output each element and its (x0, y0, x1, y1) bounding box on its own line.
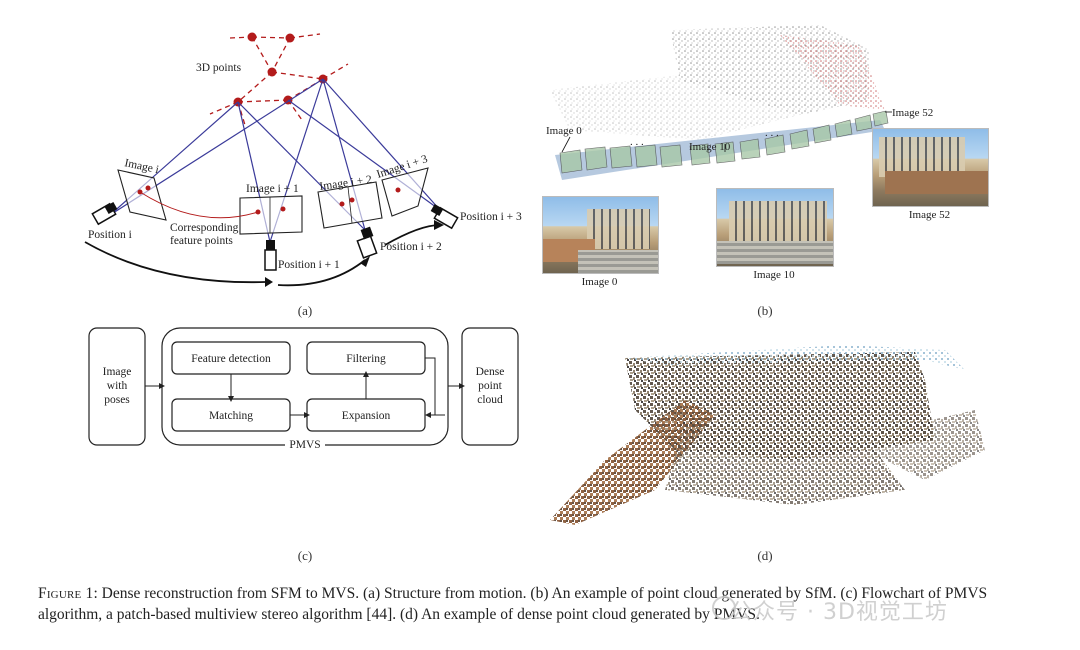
image-plane-dividers (269, 186, 353, 233)
feature-points (137, 185, 401, 215)
photo-image-10 (716, 188, 834, 267)
dense-right-wall (845, 410, 985, 480)
position-i3-label: Position i + 3 (460, 211, 522, 223)
3d-points-label: 3D points (196, 62, 242, 74)
output-label-line1: Dense (476, 366, 505, 378)
sparse-cloud-ground (550, 75, 800, 140)
ellipsis-1: . . . (630, 136, 644, 148)
motion-arrows (84, 224, 441, 287)
dense-steps (665, 420, 905, 505)
photo-image-0-caption: Image 0 (581, 276, 618, 288)
camera-i (91, 202, 118, 226)
panel-d-dense-point-cloud (550, 345, 985, 525)
camera-i1 (264, 240, 277, 271)
pmvs-label: PMVS (289, 439, 320, 451)
correspondence-curve (139, 191, 259, 219)
flow-arrow-heads (159, 371, 465, 418)
corresponding-label-line2: feature points (170, 235, 233, 247)
camera-frames (555, 110, 889, 180)
corresponding-label-line1: Corresponding (170, 222, 239, 234)
figure-caption-text: : Dense reconstruction from SFM to MVS. … (38, 585, 988, 623)
matching-label: Matching (209, 410, 253, 422)
photo-image-52 (872, 128, 989, 207)
feature-detection-label: Feature detection (191, 353, 271, 365)
ellipsis-2: . . . (765, 127, 779, 139)
panel-c-flowchart: Image with poses PMVS Feature detection … (88, 327, 519, 451)
panel-b-label: (b) (757, 303, 773, 318)
panel-a-diagram: 3D points Image i Image i + 1 Image i + … (84, 32, 522, 287)
input-label-line1: Image (103, 366, 132, 378)
dense-wall (550, 400, 715, 525)
expansion-label: Expansion (342, 410, 391, 422)
figure-caption-label: Figure 1 (38, 585, 94, 602)
flow-arrows (145, 357, 459, 416)
3d-points (233, 32, 328, 107)
panel-b-point-cloud: Image 0 Image 10 Image 52 . . . . . . (546, 25, 933, 180)
output-label-line2: point (478, 380, 502, 392)
image-10-top-label: Image 10 (689, 141, 731, 153)
camera-i3 (430, 204, 459, 230)
watermark-icon (712, 596, 736, 620)
dense-sky-noise (625, 345, 965, 370)
panel-a-label: (a) (297, 303, 313, 318)
camera-i2 (356, 226, 378, 259)
image-i1-label: Image i + 1 (246, 183, 299, 195)
panel-d-label: (d) (757, 548, 773, 563)
sparse-cloud-red (780, 35, 885, 110)
photo-image-10-caption: Image 10 (753, 269, 795, 281)
position-i-label: Position i (88, 229, 132, 241)
filtering-label: Filtering (346, 353, 386, 365)
input-label-line3: poses (104, 394, 130, 406)
figure-caption: Figure 1: Dense reconstruction from SFM … (38, 583, 1048, 625)
image-0-top-label: Image 0 (546, 125, 582, 137)
arrow-heads (265, 220, 444, 287)
position-i1-label: Position i + 1 (278, 259, 340, 271)
photo-image-52-caption: Image 52 (908, 209, 951, 221)
position-i2-label: Position i + 2 (380, 241, 442, 253)
image-52-top-label: Image 52 (892, 107, 933, 119)
cameras (91, 202, 459, 271)
photo-image-0 (542, 196, 659, 274)
output-label-line3: cloud (477, 394, 503, 406)
panel-c-label: (c) (297, 548, 313, 563)
input-label-line2: with (107, 380, 128, 392)
leader-lines (561, 111, 892, 153)
watermark: 公众号 · 3D视觉工坊 (730, 600, 948, 625)
